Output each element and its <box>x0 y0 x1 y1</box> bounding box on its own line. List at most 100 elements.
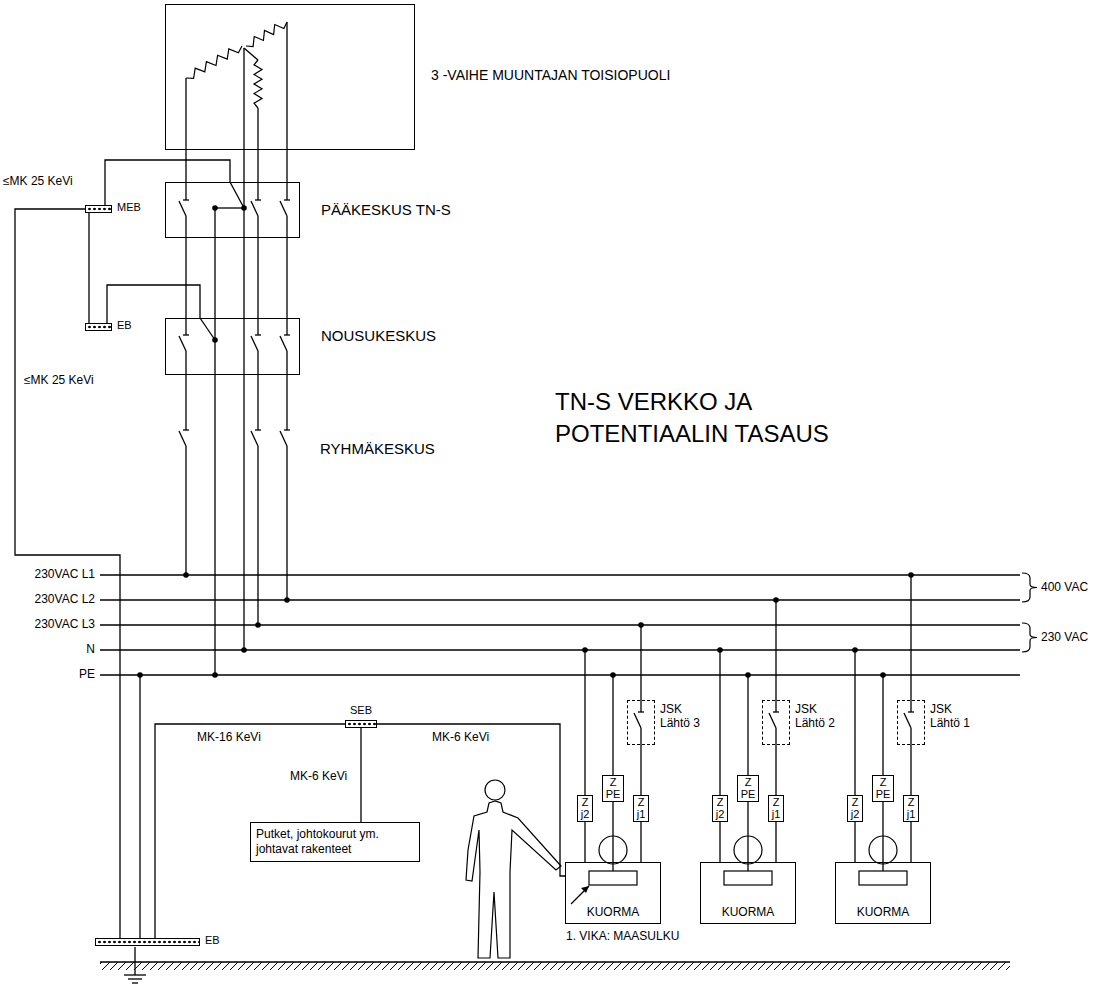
wire <box>910 728 911 745</box>
text-label: RYHMÄKESKUS <box>320 441 435 458</box>
load-box: KUORMA <box>700 862 796 924</box>
switch-contact <box>183 199 189 200</box>
switch-blade <box>280 431 287 446</box>
fault-arrow <box>571 886 589 904</box>
wire <box>215 207 244 208</box>
board-label: JSK Lähtö 3 <box>660 703 712 731</box>
junction-dot <box>241 647 247 653</box>
voltage-bracket <box>1022 573 1037 602</box>
junction-dot <box>908 572 914 578</box>
board-label: JSK Lähtö 2 <box>795 703 847 731</box>
pe-wire <box>612 675 613 775</box>
impedance-box: Z j1 <box>633 795 650 822</box>
junction-dot <box>212 205 218 211</box>
text-label: 400 VAC <box>1041 581 1088 594</box>
box-text: Z j2 <box>851 797 860 820</box>
transformer-winding <box>246 22 287 47</box>
box-text: KUORMA <box>722 906 775 920</box>
switch-contact <box>255 199 261 200</box>
phase-wire <box>775 600 776 700</box>
earth-wire <box>134 947 135 975</box>
box-text: Z j1 <box>637 797 646 820</box>
switch-contact <box>183 429 189 430</box>
junction-dot <box>212 672 218 678</box>
switch-blade <box>280 201 287 216</box>
board-label: NOUSUKESKUS <box>321 327 436 344</box>
cable-label: MK-6 KeVi <box>288 770 349 783</box>
switch-blade <box>904 713 911 728</box>
phase-wire <box>910 575 911 700</box>
load-wire <box>747 862 748 871</box>
wire <box>214 208 215 238</box>
wire <box>257 351 258 430</box>
ground-hatch <box>100 962 1010 970</box>
earth-symbol <box>128 978 142 979</box>
connector-wire <box>775 822 776 862</box>
junction-dot <box>852 647 858 653</box>
box-text: KUORMA <box>857 906 910 920</box>
load-wire <box>612 862 613 871</box>
earth-bar: EB <box>85 323 112 331</box>
wire <box>185 318 186 335</box>
box-text: Z j2 <box>716 797 725 820</box>
switch-blade <box>280 336 287 351</box>
junction-dot <box>582 647 588 653</box>
pe-wire <box>882 675 883 775</box>
connector-wire <box>775 745 776 795</box>
transformer-box: 3 -VAIHE MUUNTAJAN TOISIOPUOLI <box>165 4 415 150</box>
junction-dot <box>638 622 644 628</box>
wire <box>286 216 287 238</box>
box-text: Z PE <box>741 777 756 800</box>
wire <box>286 446 287 600</box>
board-label: PÄÄKESKUS TN-S <box>321 201 451 218</box>
switch-blade <box>179 336 186 351</box>
load-box: KUORMA <box>565 862 661 924</box>
ground-line <box>100 961 1010 962</box>
impedance-box: Z j2 <box>712 795 729 822</box>
wire <box>286 351 287 430</box>
switch-contact <box>773 711 779 712</box>
text-label: N <box>5 643 95 656</box>
phase-wire <box>640 625 641 700</box>
switch-contact <box>255 334 261 335</box>
text-label: 230VAC L3 <box>5 618 95 631</box>
person-head <box>485 780 505 800</box>
diagram-title: TN-S VERKKO JA POTENTIAALIN TASAUS <box>555 386 895 451</box>
wire <box>185 216 186 238</box>
switch-blade <box>179 431 186 446</box>
junction-dot <box>212 337 218 343</box>
person-figure <box>466 801 561 958</box>
switch-blade <box>251 336 258 351</box>
cable-label: MK-6 KeVi <box>430 731 491 744</box>
wire <box>257 318 258 335</box>
box-text: Z j2 <box>581 797 590 820</box>
board-label: EB <box>205 934 220 947</box>
impedance-box: Z j1 <box>903 795 920 822</box>
wire <box>185 351 186 430</box>
wire <box>244 48 258 60</box>
earth-symbol <box>124 974 146 975</box>
wire <box>257 216 258 238</box>
load-box: KUORMA <box>835 862 931 924</box>
riser-board: NOUSUKESKUS <box>165 318 300 375</box>
box-text: Z PE <box>606 777 621 800</box>
connector-wire <box>854 822 855 862</box>
cable-label: MK-16 KeVi <box>195 731 263 744</box>
connector-wire <box>640 745 641 795</box>
wire <box>286 22 287 150</box>
impedance-box: Z PE <box>737 775 760 802</box>
connector-wire <box>612 802 613 862</box>
resistor-symbol <box>724 871 772 885</box>
impedance-box: Z j1 <box>768 795 785 822</box>
junction-dot <box>773 597 779 603</box>
switch-contact <box>284 199 290 200</box>
wire <box>640 700 641 712</box>
switch-blade <box>769 713 776 728</box>
protective-device: JSK Lähtö 2 <box>762 700 790 745</box>
transformer-winding <box>186 46 242 78</box>
board-label: MEB <box>117 201 141 214</box>
main-board: PÄÄKESKUS TN-S <box>165 182 300 238</box>
junction-dot <box>255 622 261 628</box>
box-text: Z PE <box>876 777 891 800</box>
